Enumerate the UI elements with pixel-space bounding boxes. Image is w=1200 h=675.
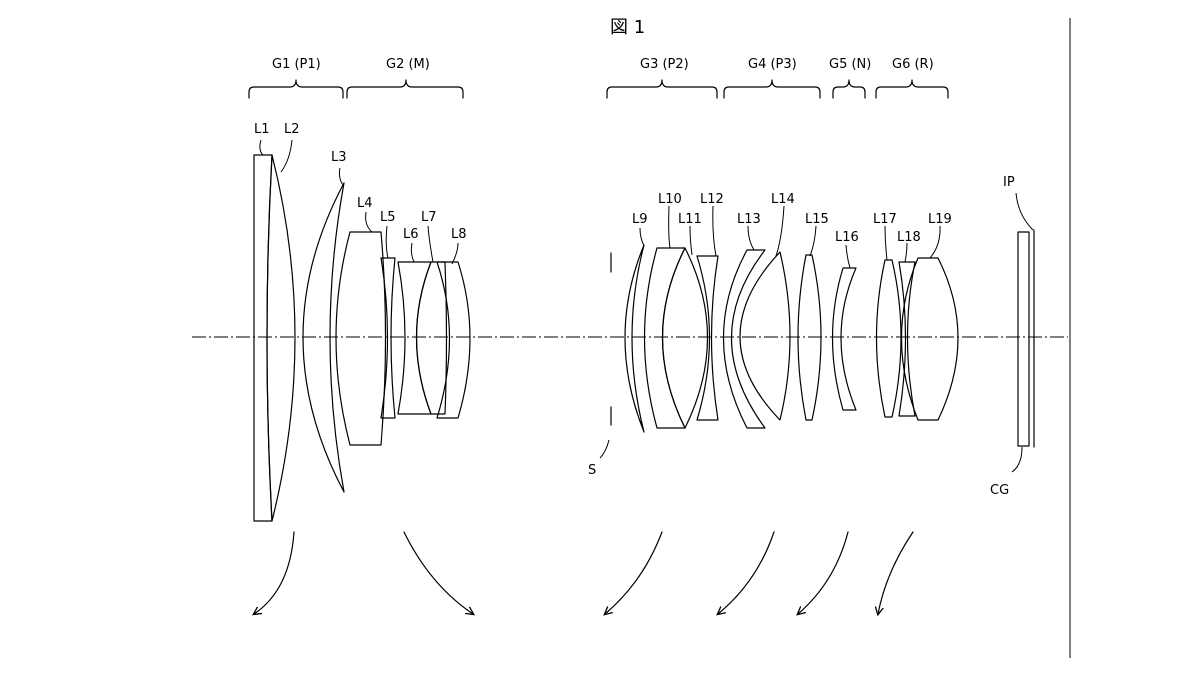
label-l3: L3 bbox=[331, 150, 347, 165]
label-l13: L13 bbox=[737, 212, 761, 227]
label-l9: L9 bbox=[632, 212, 648, 227]
group-label-g6: G6 (R) bbox=[892, 57, 934, 72]
leader-s bbox=[599, 439, 610, 459]
label-l5: L5 bbox=[380, 210, 396, 225]
label-l1: L1 bbox=[254, 122, 270, 137]
lens-l19 bbox=[900, 257, 959, 421]
lens-l2 bbox=[266, 154, 296, 522]
movement-arrow-g5 bbox=[798, 531, 849, 614]
lens-l7 bbox=[415, 261, 448, 415]
lens-l11 bbox=[661, 247, 709, 429]
leader-l18 bbox=[904, 242, 908, 263]
leader-l4 bbox=[365, 211, 373, 233]
label-l15: L15 bbox=[805, 212, 829, 227]
label-l2: L2 bbox=[284, 122, 300, 137]
lens-l6 bbox=[397, 261, 432, 415]
leader-l11 bbox=[689, 225, 693, 256]
lens-l13 bbox=[722, 249, 766, 429]
leader-l19 bbox=[929, 225, 941, 259]
label-l4: L4 bbox=[357, 196, 373, 211]
leader-l8 bbox=[451, 242, 459, 265]
movement-arrow-g2 bbox=[403, 531, 473, 614]
lens-l14 bbox=[739, 251, 791, 421]
leader-l16 bbox=[845, 244, 851, 269]
group-brace-g4 bbox=[723, 79, 821, 99]
group-brace-g2 bbox=[346, 79, 464, 99]
label-l17: L17 bbox=[873, 212, 897, 227]
group-label-g5: G5 (N) bbox=[829, 57, 871, 72]
movement-arrow-g3 bbox=[605, 531, 663, 614]
leader-l2 bbox=[280, 139, 293, 173]
lens-l17 bbox=[875, 259, 902, 418]
leader-l1 bbox=[259, 139, 264, 156]
leader-l3 bbox=[338, 167, 344, 186]
lens-l8 bbox=[436, 261, 471, 419]
group-label-g1: G1 (P1) bbox=[272, 57, 321, 72]
leader-cg bbox=[1011, 446, 1023, 473]
label-l19: L19 bbox=[928, 212, 952, 227]
group-label-g4: G4 (P3) bbox=[748, 57, 797, 72]
label-l7: L7 bbox=[421, 210, 437, 225]
movement-arrow-g6 bbox=[878, 531, 914, 614]
group-brace-g6 bbox=[875, 79, 949, 99]
label-l6: L6 bbox=[403, 227, 419, 242]
leader-l5 bbox=[385, 225, 389, 259]
label-cover-glass: CG bbox=[990, 483, 1009, 498]
lens-l4 bbox=[335, 231, 387, 446]
label-stop: S bbox=[588, 463, 596, 478]
label-l8: L8 bbox=[451, 227, 467, 242]
group-label-g2: G2 (M) bbox=[386, 57, 430, 72]
lens-l3 bbox=[302, 182, 345, 493]
label-l16: L16 bbox=[835, 230, 859, 245]
label-image-plane: IP bbox=[1003, 175, 1015, 190]
lens-l16 bbox=[831, 267, 857, 411]
movement-arrow-g1 bbox=[254, 531, 295, 614]
group-label-g3: G3 (P2) bbox=[640, 57, 689, 72]
leader-l14 bbox=[775, 205, 785, 257]
label-l10: L10 bbox=[658, 192, 682, 207]
leader-l12 bbox=[712, 205, 717, 257]
label-l12: L12 bbox=[700, 192, 724, 207]
lens-l5 bbox=[380, 257, 396, 419]
label-l14: L14 bbox=[771, 192, 795, 207]
leader-l7 bbox=[427, 225, 434, 263]
leader-l13 bbox=[747, 225, 755, 251]
lens-l9 bbox=[624, 244, 645, 433]
leader-ip bbox=[1015, 192, 1034, 231]
lens-l12 bbox=[696, 255, 719, 421]
leader-l17 bbox=[884, 225, 888, 261]
leader-l10 bbox=[668, 205, 671, 249]
label-l18: L18 bbox=[897, 230, 921, 245]
lens-l10 bbox=[643, 247, 686, 429]
leader-l6 bbox=[410, 242, 415, 263]
figure-title: 図 1 bbox=[610, 17, 645, 38]
movement-arrow-g4 bbox=[718, 531, 775, 614]
group-brace-g1 bbox=[248, 79, 344, 99]
lens-l18 bbox=[898, 261, 916, 417]
label-l11: L11 bbox=[678, 212, 702, 227]
lens-l15 bbox=[797, 254, 822, 421]
leader-l15 bbox=[809, 225, 817, 257]
group-brace-g3 bbox=[606, 79, 718, 99]
cover-glass bbox=[1017, 231, 1030, 447]
group-brace-g5 bbox=[832, 79, 866, 99]
leader-l9 bbox=[639, 227, 645, 247]
